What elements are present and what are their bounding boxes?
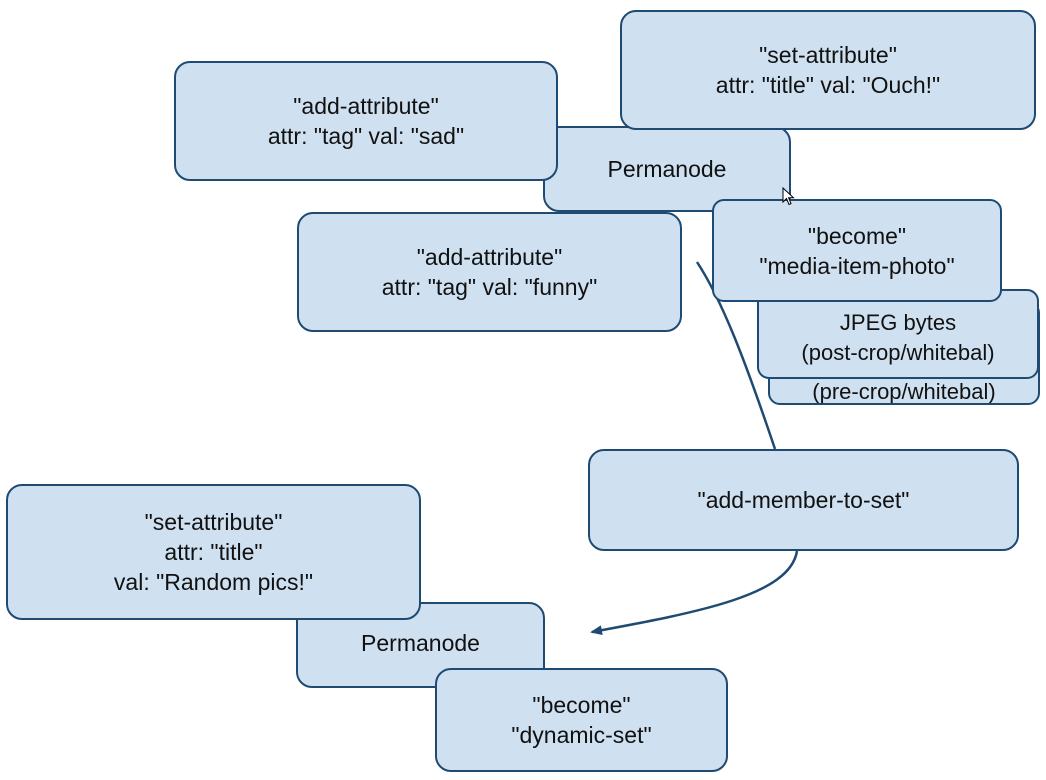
- node-line: "set-attribute": [144, 509, 283, 535]
- node-line: attr: "tag" val: "sad": [267, 123, 465, 149]
- connector-photo-to-add-member: [695, 261, 777, 450]
- node-line: attr: "title": [164, 539, 263, 565]
- node-line: (pre-crop/whitebal): [812, 379, 996, 404]
- node-line: JPEG bytes: [839, 310, 957, 335]
- node-line: "become": [807, 222, 907, 249]
- node-line: "set-attribute": [759, 42, 897, 68]
- arrow-add-member-to-permanode: [590, 550, 799, 636]
- node-line: "add-member-to-set": [697, 487, 910, 513]
- node-line: attr: "title" val: "Ouch!": [715, 72, 941, 98]
- node-line: (post-crop/whitebal): [801, 340, 995, 365]
- add-attribute-sad-node[interactable]: "add-attribute" attr: "tag" val: "sad": [174, 61, 558, 181]
- set-attribute-random-pics-node[interactable]: "set-attribute" attr: "title" val: "Rand…: [6, 484, 421, 620]
- become-dynamic-set-node[interactable]: "become" "dynamic-set": [435, 668, 728, 772]
- node-line: attr: "tag" val: "funny": [381, 274, 598, 300]
- node-line: "dynamic-set": [511, 722, 652, 748]
- mouse-pointer-icon: [782, 187, 795, 206]
- become-media-item-photo-node[interactable]: "become" "media-item-photo": [712, 199, 1002, 302]
- node-line: "become": [532, 692, 631, 718]
- set-attribute-ouch-node[interactable]: "set-attribute" attr: "title" val: "Ouch…: [620, 10, 1036, 130]
- node-line: Permanode: [361, 630, 480, 656]
- node-line: Permanode: [607, 156, 727, 182]
- node-line: "add-attribute": [293, 93, 439, 119]
- add-member-to-set-node[interactable]: "add-member-to-set": [588, 449, 1019, 551]
- add-attribute-funny-node[interactable]: "add-attribute" attr: "tag" val: "funny": [297, 212, 682, 332]
- node-line: "add-attribute": [416, 244, 563, 270]
- node-line: val: "Random pics!": [113, 569, 314, 595]
- node-line: "media-item-photo": [759, 252, 955, 279]
- jpeg-post-crop-node[interactable]: JPEG bytes (post-crop/whitebal): [757, 289, 1039, 379]
